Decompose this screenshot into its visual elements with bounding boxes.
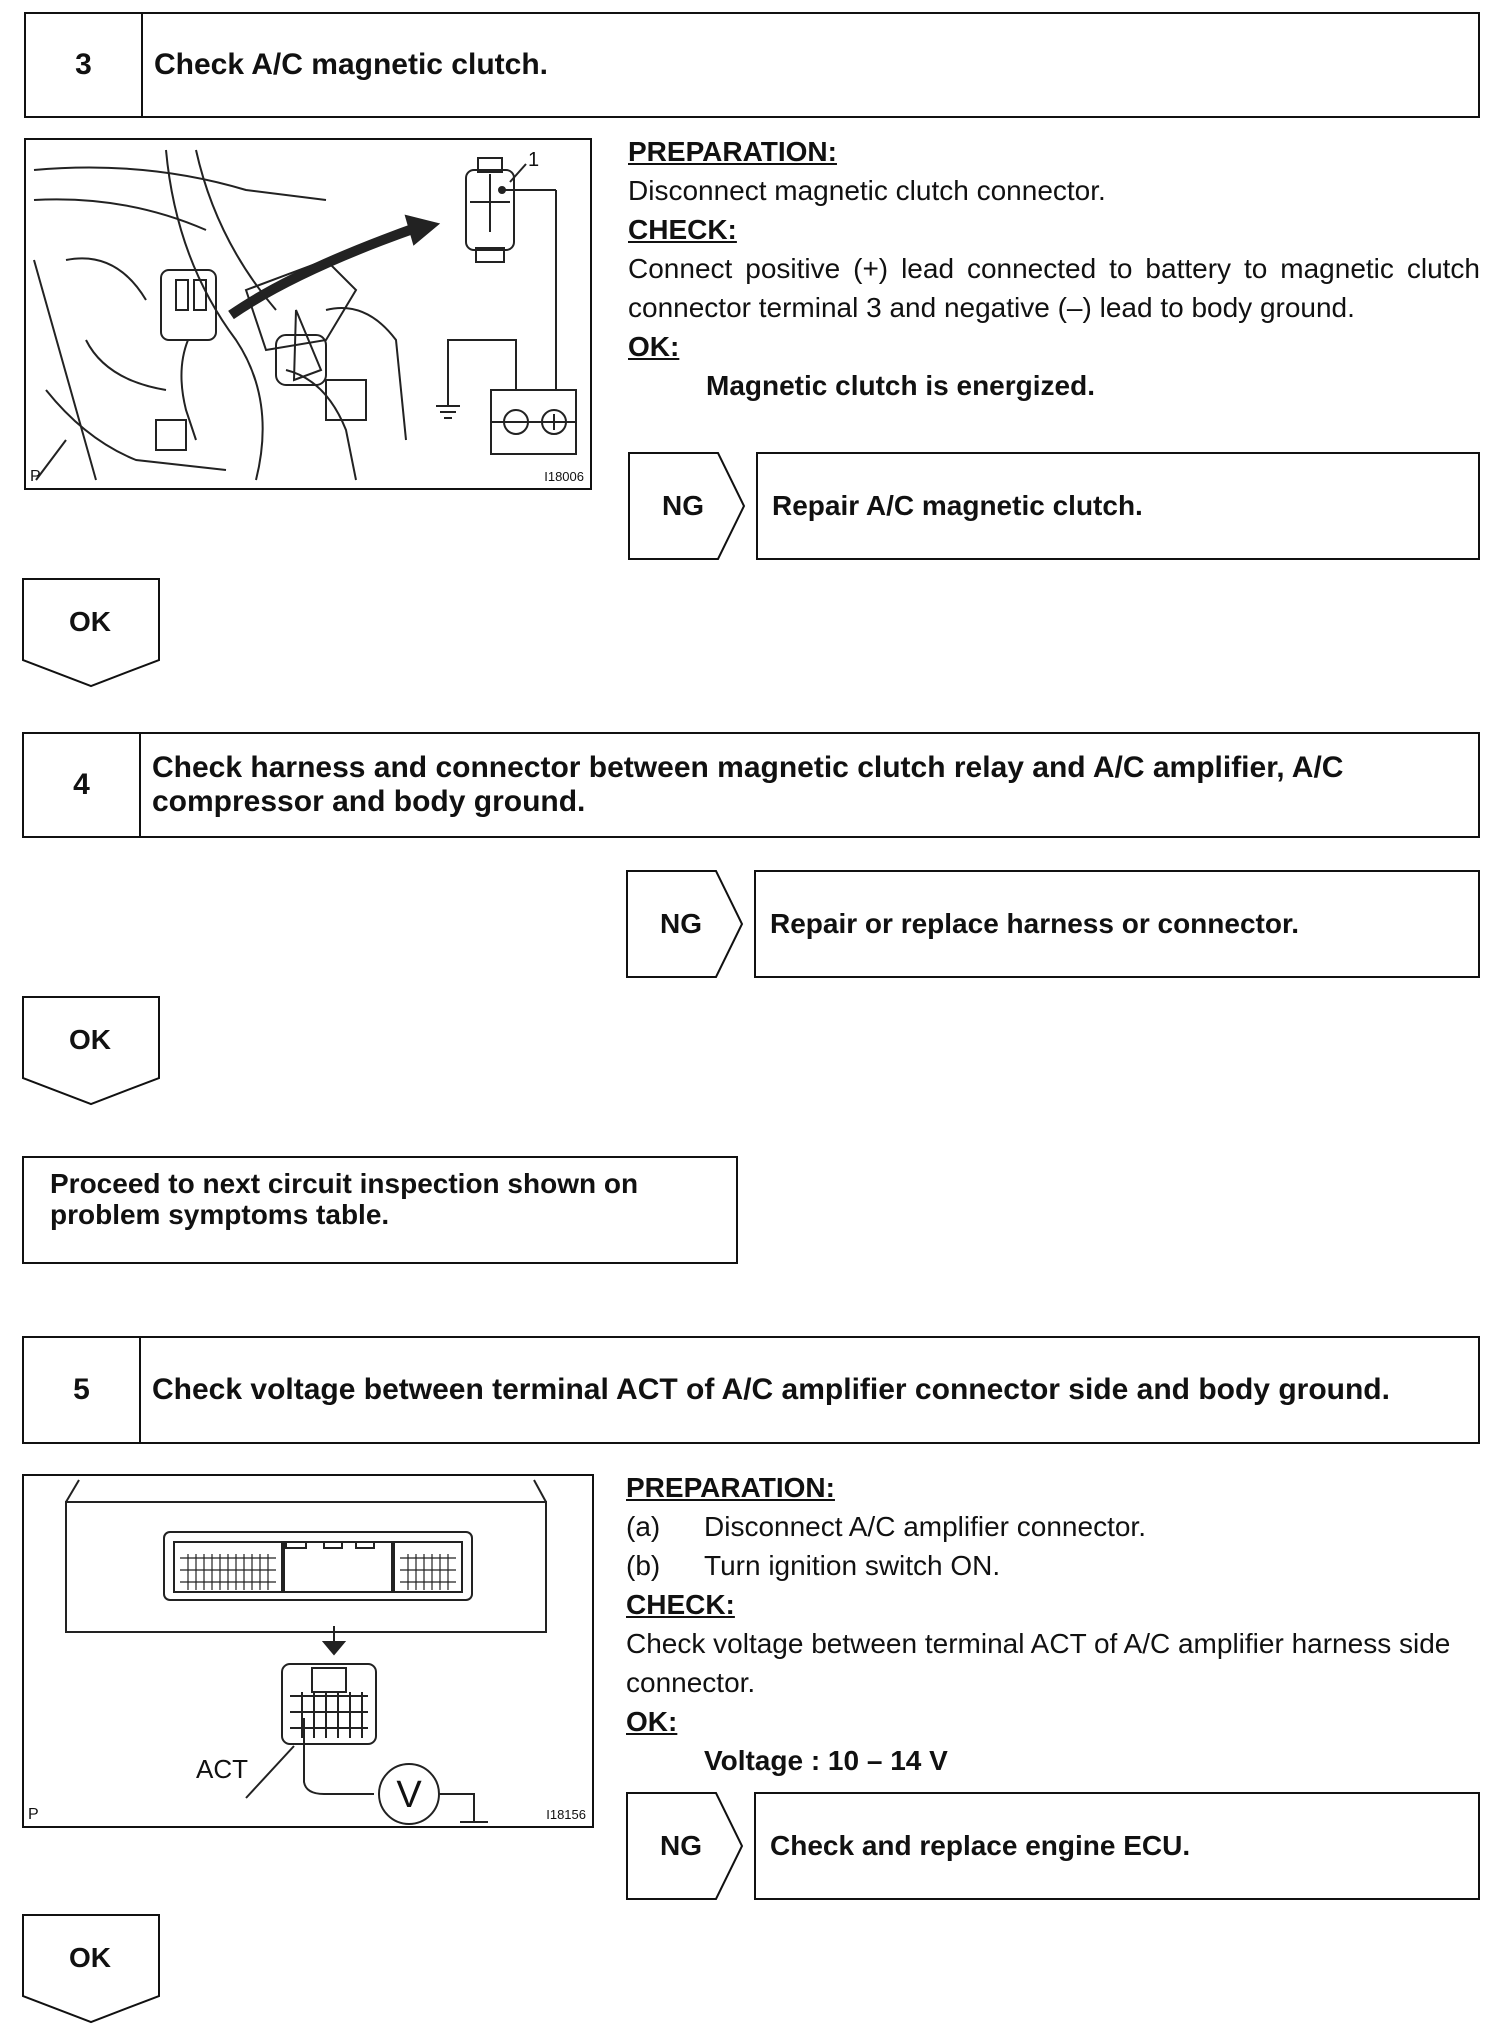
ok-heading: OK: (628, 331, 680, 362)
step-3-procedure: PREPARATION: Disconnect magnetic clutch … (628, 132, 1480, 405)
item-text: Disconnect A/C amplifier connector. (704, 1511, 1146, 1542)
ok-arrow-shape (22, 996, 160, 1106)
ok-value: Magnetic clutch is energized. (706, 370, 1095, 401)
step-5-figure: V ACT P I18156 (22, 1474, 594, 1828)
clutch-connector-diagram: 1 (33, 149, 577, 481)
proceed-box: Proceed to next circuit inspection shown… (22, 1156, 738, 1264)
ng-label: NG (660, 908, 702, 939)
step-4-header: 4 Check harness and connector between ma… (22, 732, 1480, 838)
step-4-ng-branch: NG Repair or replace harness or connecto… (626, 870, 1480, 978)
step-5-ng-branch: NG Check and replace engine ECU. (626, 1792, 1480, 1900)
item-tag: (b) (626, 1550, 661, 1581)
ok-heading: OK: (626, 1706, 678, 1737)
figure-id: I18156 (546, 1807, 586, 1822)
step-number: 3 (26, 14, 143, 116)
callout-number: 1 (528, 149, 539, 171)
check-heading: CHECK: (628, 214, 737, 245)
ng-action: Check and replace engine ECU. (754, 1792, 1480, 1900)
voltmeter-symbol: V (396, 1774, 422, 1816)
proceed-text: Proceed to next circuit inspection shown… (50, 1168, 639, 1230)
preparation-text: Disconnect magnetic clutch connector. (628, 175, 1106, 206)
ok-label: OK (69, 606, 111, 637)
step-5-ok-arrow: OK (22, 1914, 162, 2024)
step-title: Check harness and connector between magn… (152, 751, 1344, 818)
check-text: Connect positive (+) lead connected to b… (628, 253, 1480, 323)
ng-action: Repair or replace harness or connector. (754, 870, 1480, 978)
step-3-ok-arrow: OK (22, 578, 162, 688)
check-heading: CHECK: (626, 1589, 735, 1620)
preparation-item: (b) Turn ignition switch ON. (626, 1546, 1480, 1585)
amplifier-connector-diagram: V ACT (65, 1479, 547, 1825)
step-3-ng-branch: NG Repair A/C magnetic clutch. (628, 452, 1480, 560)
item-tag: (a) (626, 1511, 661, 1542)
step-title: Check voltage between terminal ACT of A/… (152, 1373, 1390, 1406)
figure-id: I18006 (544, 469, 584, 484)
figure-corner-letter: P (30, 468, 41, 485)
step-title: Check A/C magnetic clutch. (154, 48, 548, 81)
ng-chevron-shape (626, 870, 744, 978)
item-text: Turn ignition switch ON. (704, 1550, 1001, 1581)
ng-label: NG (660, 1830, 702, 1861)
figure-corner-letter: P (28, 1806, 39, 1823)
ok-arrow-shape (22, 578, 160, 688)
preparation-item: (a) Disconnect A/C amplifier connector. (626, 1507, 1480, 1546)
ok-label: OK (69, 1942, 111, 1973)
step-3-figure: 1 P I18006 (24, 138, 592, 490)
check-text: Check voltage between terminal ACT of A/… (626, 1628, 1451, 1698)
step-5-header: 5 Check voltage between terminal ACT of … (22, 1336, 1480, 1444)
ng-action: Repair A/C magnetic clutch. (756, 452, 1480, 560)
preparation-heading: PREPARATION: (626, 1472, 835, 1503)
step-number: 5 (24, 1338, 141, 1442)
ng-chevron-shape (628, 452, 746, 560)
step-number: 4 (24, 734, 141, 836)
terminal-label-act: ACT (196, 1754, 248, 1784)
step-3-header: 3 Check A/C magnetic clutch. (24, 12, 1480, 118)
ok-label: OK (69, 1024, 111, 1055)
preparation-heading: PREPARATION: (628, 136, 837, 167)
step-4-ok-arrow: OK (22, 996, 162, 1106)
step-5-procedure: PREPARATION: (a) Disconnect A/C amplifie… (626, 1468, 1480, 1780)
ok-value: Voltage : 10 – 14 V (704, 1745, 948, 1776)
ng-label: NG (662, 490, 704, 521)
ng-chevron-shape (626, 1792, 744, 1900)
ok-arrow-shape (22, 1914, 160, 2024)
